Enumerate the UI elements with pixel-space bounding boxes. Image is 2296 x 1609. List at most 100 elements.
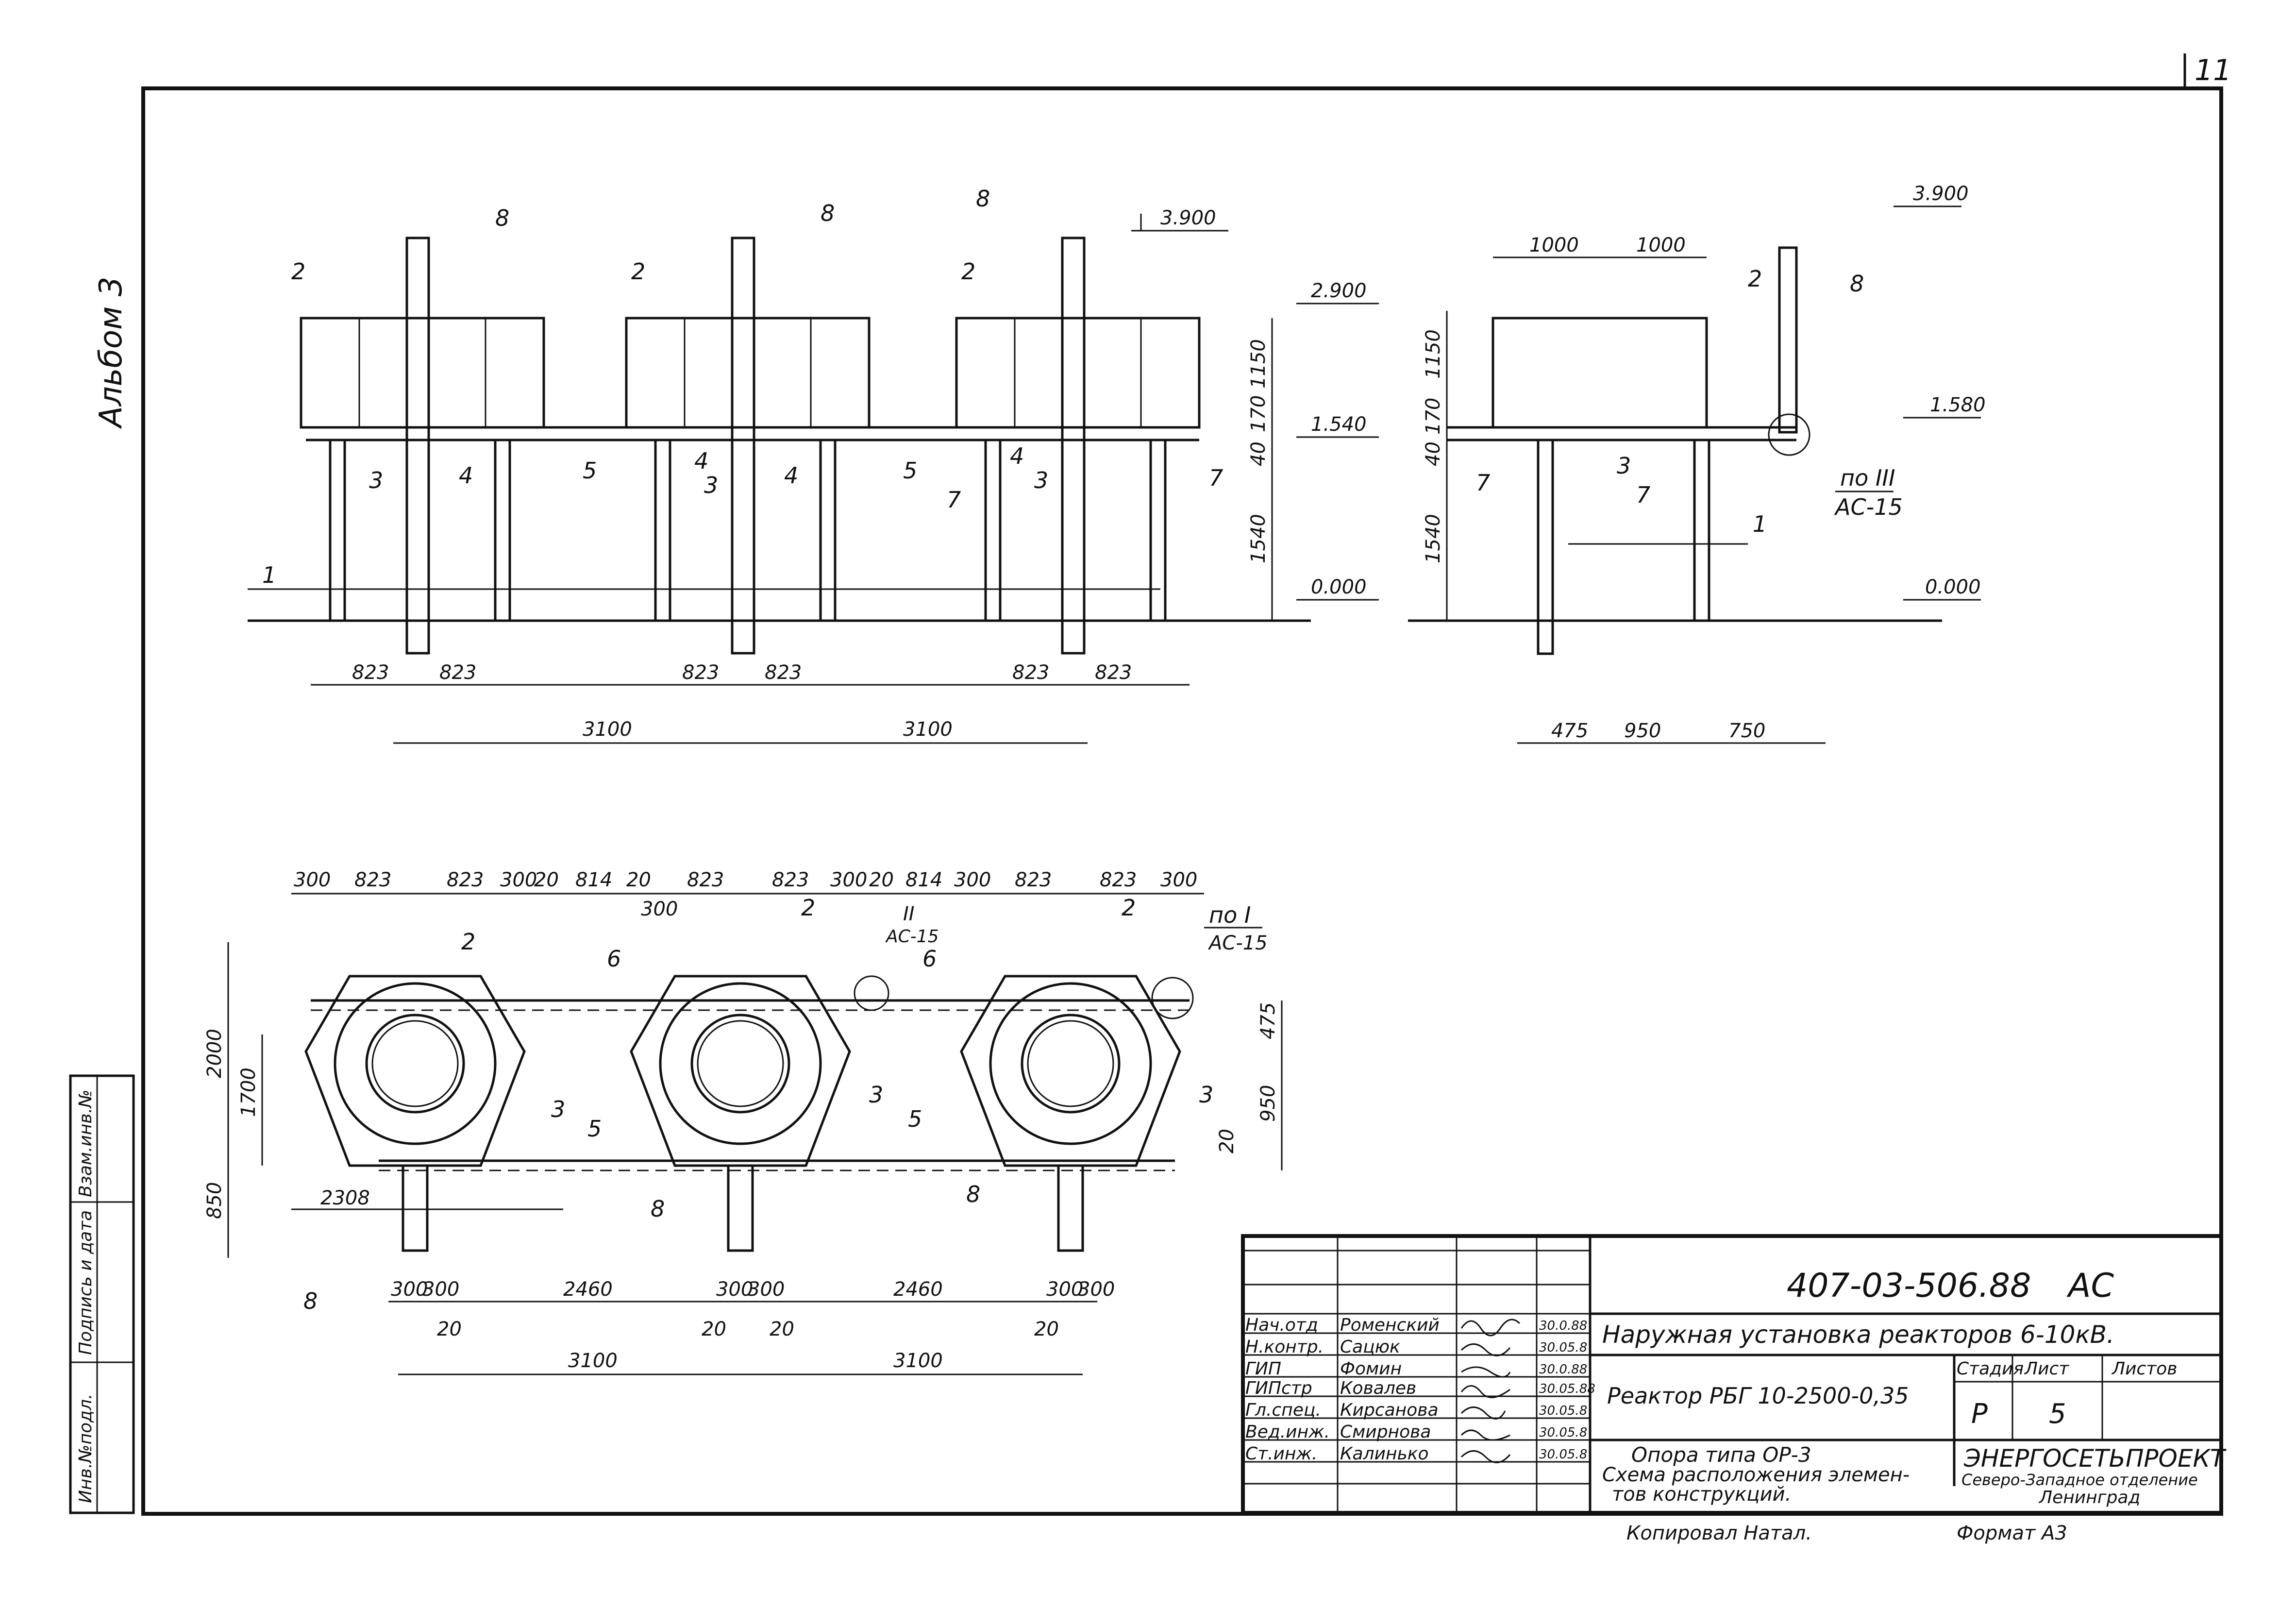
svg-text:1150: 1150 xyxy=(1422,329,1444,379)
svg-text:Вед.инж.: Вед.инж. xyxy=(1245,1422,1330,1442)
svg-text:5: 5 xyxy=(587,1116,602,1142)
svg-text:823: 823 xyxy=(1095,661,1132,684)
svg-text:5: 5 xyxy=(903,457,917,484)
svg-text:2: 2 xyxy=(291,258,305,285)
svg-text:Н.контр.: Н.контр. xyxy=(1245,1337,1324,1357)
svg-text:1: 1 xyxy=(262,562,276,588)
svg-text:3100: 3100 xyxy=(903,718,953,741)
stamp-sign-label: Подпись и дата xyxy=(76,1210,96,1355)
elevation-view: 3.900 2.900 1.540 0.000 1150 170 40 1540… xyxy=(248,186,1379,744)
side-view: 1000 1000 1150 170 40 1540 475 950 750 3… xyxy=(1408,183,1986,744)
plan-callout-1: по I xyxy=(1209,902,1251,928)
detail-circle-2 xyxy=(854,975,889,1011)
svg-text:Роменский: Роменский xyxy=(1340,1315,1440,1335)
svg-text:3: 3 xyxy=(869,1082,883,1108)
svg-text:Сацюк: Сацюк xyxy=(1340,1337,1400,1357)
title-block: 407-03-506.88 АС Наружная установка реак… xyxy=(1241,1234,2227,1544)
level-3900: 3.900 xyxy=(1160,207,1216,229)
svg-text:5: 5 xyxy=(908,1106,922,1132)
svg-text:2308: 2308 xyxy=(320,1187,370,1209)
svg-text:2: 2 xyxy=(801,895,815,921)
svg-text:814: 814 xyxy=(575,869,612,891)
signature-mark xyxy=(1460,1385,1510,1398)
svg-text:Калинько: Калинько xyxy=(1340,1444,1429,1464)
svg-text:814: 814 xyxy=(905,869,942,891)
svg-text:1: 1 xyxy=(1753,511,1767,537)
signature-mark xyxy=(1460,1319,1521,1337)
svg-text:300: 300 xyxy=(391,1278,428,1301)
stamp-inv-label: Инв.№подл. xyxy=(76,1394,96,1503)
svg-text:823: 823 xyxy=(765,661,802,684)
signers-table: Нач.отд Роменский 30.0.88 Н.контр. Сацюк… xyxy=(1245,1315,1595,1464)
svg-text:3: 3 xyxy=(1034,467,1048,493)
side-callout: по III xyxy=(1840,465,1895,491)
svg-text:475: 475 xyxy=(1257,1002,1279,1039)
svg-text:1150: 1150 xyxy=(1247,339,1270,389)
svg-text:3100: 3100 xyxy=(583,718,632,741)
svg-text:20: 20 xyxy=(869,869,894,891)
svg-text:2460: 2460 xyxy=(893,1278,943,1301)
svg-text:3100: 3100 xyxy=(568,1350,618,1372)
svg-text:4: 4 xyxy=(694,448,708,474)
left-stamp: Инв.№подл. Подпись и дата Взам.инв.№ xyxy=(69,1074,135,1514)
svg-text:8: 8 xyxy=(821,200,835,226)
svg-text:7: 7 xyxy=(1209,465,1223,491)
sheet-title-2: Схема расположения элемен- xyxy=(1602,1464,1910,1486)
svg-text:7: 7 xyxy=(1476,470,1490,496)
signature-mark xyxy=(1461,1366,1511,1378)
svg-text:3: 3 xyxy=(1617,453,1631,479)
plan-reactor-1 xyxy=(304,975,526,1252)
svg-text:8: 8 xyxy=(495,205,509,231)
svg-text:3: 3 xyxy=(369,467,383,493)
svg-text:823: 823 xyxy=(354,869,391,891)
svg-text:1000: 1000 xyxy=(1529,234,1579,256)
copied-by: Копировал Натал. xyxy=(1626,1522,1812,1544)
svg-text:30.05.8: 30.05.8 xyxy=(1539,1447,1587,1462)
svg-text:750: 750 xyxy=(1728,720,1765,742)
svg-text:20: 20 xyxy=(626,869,651,891)
plan-reactor-2 xyxy=(630,975,851,1252)
svg-text:1000: 1000 xyxy=(1636,234,1686,256)
svg-text:850: 850 xyxy=(203,1182,226,1219)
plan-left-dims: 2000 1700 850 2308 xyxy=(203,942,563,1258)
detail-circle-1 xyxy=(1151,977,1194,1019)
svg-text:823: 823 xyxy=(682,661,719,684)
svg-text:823: 823 xyxy=(1100,869,1137,891)
drawing-mark: АС xyxy=(2066,1267,2114,1305)
elevation-item-labels: 1 2 2 2 3 3 3 4 4 4 4 5 5 7 7 8 8 8 xyxy=(262,186,1223,588)
plan-reactor-3 xyxy=(960,975,1181,1252)
svg-text:2: 2 xyxy=(1748,266,1762,292)
signature-mark xyxy=(1460,1343,1511,1356)
svg-text:20: 20 xyxy=(770,1318,794,1340)
sheet-title-1: Опора типа ОР-3 xyxy=(1631,1443,1811,1467)
svg-text:300: 300 xyxy=(1078,1278,1115,1301)
sheet-number: 11 xyxy=(2195,53,2231,87)
svg-text:3: 3 xyxy=(704,472,718,498)
svg-text:1540: 1540 xyxy=(1247,514,1270,563)
svg-text:30.0.88: 30.0.88 xyxy=(1539,1362,1587,1377)
plan-item-labels: 2 2 2 3 3 3 5 5 6 6 8 8 8 II АС-15 по I … xyxy=(303,895,1268,1314)
plan-callout-2: II xyxy=(903,903,915,925)
reactor-bay-2 xyxy=(625,237,871,655)
svg-text:300: 300 xyxy=(500,869,537,891)
svg-text:4: 4 xyxy=(784,462,798,489)
svg-text:823: 823 xyxy=(772,869,809,891)
svg-text:40: 40 xyxy=(1247,441,1270,466)
svg-text:Фомин: Фомин xyxy=(1340,1359,1402,1379)
plan-callout-2-ref: АС-15 xyxy=(885,927,939,947)
side-level-0000: 0.000 xyxy=(1925,576,1981,598)
svg-text:3: 3 xyxy=(1199,1082,1213,1108)
svg-text:30.05.8: 30.05.8 xyxy=(1539,1404,1587,1418)
svg-text:8: 8 xyxy=(303,1288,318,1314)
svg-text:300: 300 xyxy=(294,869,331,891)
svg-text:Кирсанова: Кирсанова xyxy=(1340,1400,1439,1420)
level-0000: 0.000 xyxy=(1311,576,1367,598)
svg-text:2: 2 xyxy=(461,929,475,955)
svg-text:2000: 2000 xyxy=(203,1029,226,1078)
svg-text:170: 170 xyxy=(1247,395,1270,432)
svg-text:30.05.8: 30.05.8 xyxy=(1539,1340,1587,1355)
svg-text:300: 300 xyxy=(954,869,991,891)
svg-text:6: 6 xyxy=(607,946,621,972)
svg-text:823: 823 xyxy=(447,869,484,891)
